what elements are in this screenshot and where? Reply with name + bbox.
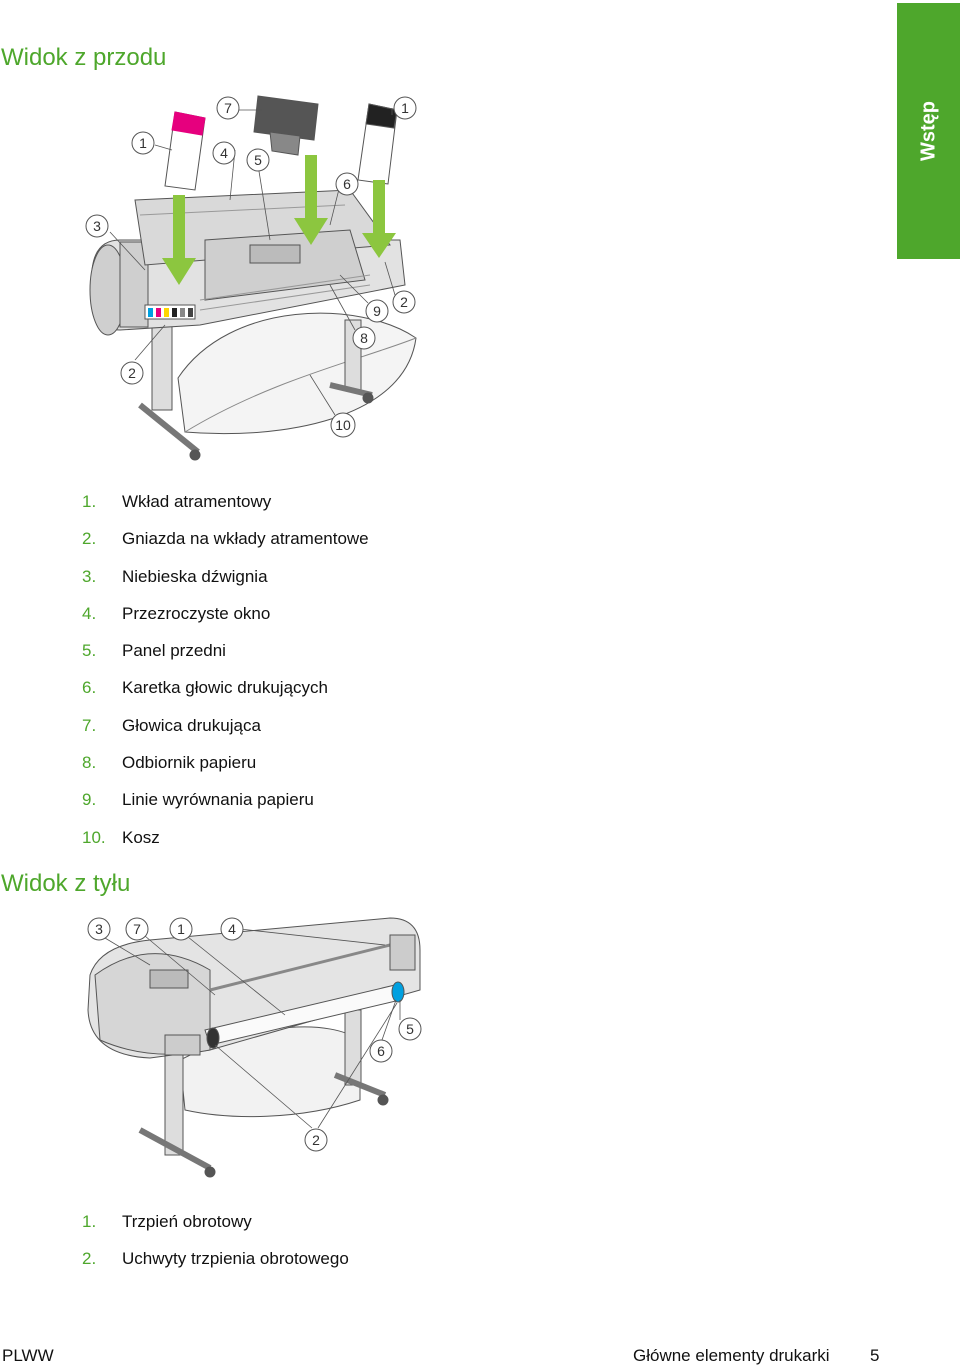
svg-text:2: 2: [400, 294, 408, 310]
item-text: Kosz: [122, 827, 160, 847]
item-text: Karetka głowic drukujących: [122, 678, 328, 698]
svg-text:10: 10: [335, 417, 351, 433]
list-item: 4. Przezroczyste okno: [82, 595, 369, 632]
front-callout-9: 9: [365, 299, 389, 323]
rear-callout-6: 6: [369, 1039, 393, 1063]
svg-text:7: 7: [224, 100, 232, 116]
rear-callout-5: 5: [398, 1017, 422, 1041]
front-callout-7: 7: [216, 96, 240, 120]
item-number: 5.: [82, 641, 97, 661]
item-number: 2.: [82, 1249, 97, 1269]
list-item: 7. Głowica drukująca: [82, 707, 369, 744]
svg-text:1: 1: [177, 921, 185, 937]
front-callout-1: 1: [131, 131, 155, 155]
svg-text:1: 1: [401, 100, 409, 116]
rear-parts-list: 1. Trzpień obrotowy 2. Uchwyty trzpienia o…: [82, 1203, 349, 1278]
list-item: 2. Gniazda na wkłady atramentowe: [82, 520, 369, 557]
front-callout-8: 8: [352, 326, 376, 350]
item-number: 3.: [82, 566, 97, 586]
front-callout-4: 4: [212, 141, 236, 165]
list-item: 9. Linie wyrównania papieru: [82, 781, 369, 818]
svg-text:3: 3: [93, 218, 101, 234]
section-tab-label: Wstęp: [917, 101, 939, 161]
front-printer-illustration: 1 1 2 2 3 4 5 6 7 8 9 10: [85, 95, 417, 461]
item-number: 6.: [82, 678, 97, 698]
item-number: 9.: [82, 790, 97, 810]
list-item: 5. Panel przedni: [82, 632, 369, 669]
footer-title: Główne elementy drukarki: [633, 1346, 830, 1365]
page-number: 5: [870, 1346, 880, 1365]
svg-text:1: 1: [139, 135, 147, 151]
front-callout-5: 5: [246, 148, 270, 172]
item-text: Gniazda na wkłady atramentowe: [122, 529, 369, 549]
item-text: Linie wyrównania papieru: [122, 790, 314, 810]
front-callout-2b: 2: [392, 290, 416, 314]
svg-text:5: 5: [254, 152, 262, 168]
item-text: Wkład atramentowy: [122, 492, 272, 511]
section-tab: Wstęp: [897, 3, 960, 259]
svg-text:4: 4: [220, 145, 228, 161]
item-number: 8.: [82, 753, 97, 773]
list-item: 1. Trzpień obrotowy: [82, 1203, 349, 1240]
rear-callout-7: 7: [125, 917, 149, 941]
front-callout-3: 3: [85, 214, 109, 238]
item-text: Głowica drukująca: [122, 715, 261, 735]
list-item: 2. Uchwyty trzpienia obrotowego: [82, 1240, 349, 1277]
front-callout-10: 10: [330, 412, 356, 438]
rear-view-heading: Widok z tyłu: [1, 870, 131, 897]
svg-text:6: 6: [343, 176, 351, 192]
item-number: 1.: [82, 1212, 97, 1231]
item-text: Panel przedni: [122, 641, 226, 661]
svg-text:3: 3: [95, 921, 103, 937]
item-number: 2.: [82, 529, 97, 549]
list-item: 3. Niebieska dźwignia: [82, 558, 369, 595]
front-view-heading: Widok z przodu: [1, 44, 167, 71]
front-callout-1b: 1: [393, 96, 417, 120]
item-text: Niebieska dźwignia: [122, 566, 268, 586]
footer-left: PLWW: [2, 1346, 54, 1365]
rear-printer-illustration: 3 7 1 4 5 6 2: [87, 917, 422, 1178]
svg-text:7: 7: [133, 921, 141, 937]
item-number: 10.: [82, 827, 106, 847]
svg-text:2: 2: [128, 365, 136, 381]
item-number: 4.: [82, 603, 97, 623]
item-number: 7.: [82, 715, 97, 735]
list-item: 6. Karetka głowic drukujących: [82, 669, 369, 706]
rear-callout-2: 2: [304, 1128, 328, 1152]
rear-callout-3: 3: [87, 917, 111, 941]
rear-callout-4: 4: [220, 917, 244, 941]
item-text: Uchwyty trzpienia obrotowego: [122, 1249, 349, 1269]
list-item: 1. Wkład atramentowy: [82, 483, 369, 520]
list-item: 10. Kosz: [82, 819, 369, 856]
svg-text:2: 2: [312, 1132, 320, 1148]
front-callout-2: 2: [120, 361, 144, 385]
svg-text:5: 5: [406, 1021, 414, 1037]
svg-text:9: 9: [373, 303, 381, 319]
svg-text:6: 6: [377, 1043, 385, 1059]
rear-callout-1: 1: [169, 917, 193, 941]
item-text: Trzpień obrotowy: [122, 1212, 252, 1231]
item-text: Przezroczyste okno: [122, 603, 271, 623]
front-parts-list: 1. Wkład atramentowy 2. Gniazda na wkłady …: [82, 483, 369, 856]
item-number: 1.: [82, 492, 97, 511]
list-item: 8. Odbiornik papieru: [82, 744, 369, 781]
svg-text:8: 8: [360, 330, 368, 346]
item-text: Odbiornik papieru: [122, 753, 257, 773]
front-callout-6: 6: [335, 172, 359, 196]
svg-text:4: 4: [228, 921, 236, 937]
